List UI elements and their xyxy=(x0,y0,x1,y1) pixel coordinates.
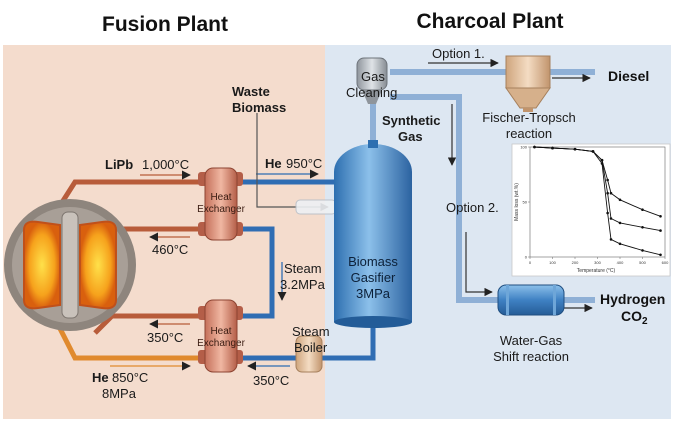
he-850-pressure: 8MPa xyxy=(102,386,137,401)
hx-bottom-label-1: Heat xyxy=(210,326,231,337)
steam-boiler-label-2: Boiler xyxy=(294,340,328,355)
water-gas-label-1: Water-Gas xyxy=(500,333,563,348)
mass-loss-chart: 0 100 200 300 400 500 600 0 50 100 Temperature (°… xyxy=(511,143,671,277)
chart-point-s2-2 xyxy=(573,147,577,151)
heat-exchanger-top: Heat Exchanger xyxy=(197,167,246,241)
chart-series-line-2 xyxy=(534,146,661,256)
chart-x-tick-label-4: 400 xyxy=(617,260,624,265)
lipb-label: LiPb xyxy=(105,157,133,172)
fusion-reactor xyxy=(4,199,136,331)
chart-point-s1-9 xyxy=(659,229,662,232)
chart-point-s2-3 xyxy=(591,150,595,153)
chart-point-s0-5 xyxy=(606,178,609,182)
chart-x-label: Temperature (°C) xyxy=(577,268,616,274)
hydrogen-label: Hydrogen xyxy=(600,291,665,307)
chart-point-s1-5 xyxy=(606,191,609,195)
chart-x-tick-label-5: 500 xyxy=(639,260,646,265)
he-950-temp: 950°C xyxy=(286,156,322,171)
chart-point-s1-8 xyxy=(641,226,644,229)
reactor-center-column xyxy=(61,211,79,319)
chart-point-s0-9 xyxy=(659,215,662,218)
steam-boiler-label-1: Steam xyxy=(292,324,330,339)
biomass-gasifier xyxy=(334,140,412,328)
hx-bottom-label-2: Exchanger xyxy=(197,338,245,349)
chart-point-s0-6 xyxy=(609,191,613,195)
return-350-pipe xyxy=(93,313,205,335)
option1-label: Option 1. xyxy=(432,46,485,61)
gasifier-label-3: 3MPa xyxy=(356,286,391,301)
chart-y-tick-label-1: 50 xyxy=(523,200,528,205)
diesel-label: Diesel xyxy=(608,68,649,84)
fischer-tropsch-label-2: reaction xyxy=(506,126,552,141)
chart-point-s2-4 xyxy=(600,162,604,165)
heat-exchanger-bottom: Heat Exchanger xyxy=(197,299,246,373)
chart-point-s0-8 xyxy=(641,208,644,211)
he-850-name: He xyxy=(92,370,109,385)
synthetic-gas-label-1: Synthetic xyxy=(382,113,441,128)
steam-label-2: 3.2MPa xyxy=(280,277,326,292)
temp-460-label: 460°C xyxy=(152,242,188,257)
chart-point-s2-7 xyxy=(618,242,622,246)
fusion-plant-title: Fusion Plant xyxy=(102,13,228,36)
chart-point-s1-4 xyxy=(600,158,604,162)
fischer-tropsch-reactor xyxy=(505,55,551,112)
co2-label: CO2 xyxy=(621,308,648,327)
he-loop-pipe xyxy=(238,226,275,319)
chart-point-s2-0 xyxy=(533,145,536,149)
he-950-name: He xyxy=(265,156,282,171)
chart-y-tick-label-2: 100 xyxy=(520,145,527,150)
option2-label: Option 2. xyxy=(446,200,499,215)
chart-point-s1-6 xyxy=(609,217,613,220)
temp-350-bottom-label: 350°C xyxy=(253,373,289,388)
reactor-core-right xyxy=(79,220,117,310)
chart-x-tick-label-0: 0 xyxy=(529,260,532,265)
gasifier-label-2: Gasifier xyxy=(351,270,396,285)
lipb-temp-label: 1,000°C xyxy=(142,157,189,172)
chart-point-s1-7 xyxy=(618,221,622,225)
chart-point-s2-6 xyxy=(609,238,613,241)
chart-point-s2-5 xyxy=(606,211,609,215)
steam-boiler xyxy=(295,335,323,373)
chart-point-s2-9 xyxy=(659,253,662,257)
chart-x-tick-label-2: 200 xyxy=(572,260,579,265)
waste-biomass-label-2: Biomass xyxy=(232,100,286,115)
fischer-tropsch-label-1: Fischer-Tropsch xyxy=(482,110,575,125)
chart-x-tick-label-1: 100 xyxy=(549,260,556,265)
chart-background xyxy=(511,143,671,277)
reactor-core-left xyxy=(23,220,61,310)
steam-pipe xyxy=(238,318,376,361)
gas-cleaning-label-2: Cleaning xyxy=(346,85,397,100)
temp-350-top-label: 350°C xyxy=(147,330,183,345)
co2-subscript: 2 xyxy=(642,316,648,327)
chart-x-tick-label-6: 600 xyxy=(662,260,669,265)
hx-top-label-2: Exchanger xyxy=(197,204,245,215)
water-gas-label-2: Shift reaction xyxy=(493,349,569,364)
co2-main-text: CO xyxy=(621,308,642,324)
waste-biomass-label-1: Waste xyxy=(232,84,270,99)
hx-top-label-1: Heat xyxy=(210,192,231,203)
gas-cleaning-unit xyxy=(356,57,388,104)
chart-point-s2-1 xyxy=(551,146,554,150)
charcoal-plant-title: Charcoal Plant xyxy=(416,10,563,33)
chart-point-s0-7 xyxy=(618,198,622,202)
option2-pipe xyxy=(390,94,498,303)
chart-point-s2-8 xyxy=(641,249,644,252)
steam-label-1: Steam xyxy=(284,261,322,276)
chart-x-tick-label-3: 300 xyxy=(594,260,601,265)
option2-arrow-to-shift xyxy=(465,232,493,297)
biomass-feed-tube xyxy=(295,199,337,215)
gas-cleaning-label-1: Gas xyxy=(361,69,385,84)
gasifier-label-1: Biomass xyxy=(348,254,398,269)
synthetic-gas-label-2: Gas xyxy=(398,129,423,144)
chart-y-label: Mass loss (wt.%) xyxy=(514,183,520,221)
chart-y-tick-label-0: 0 xyxy=(525,255,528,260)
water-gas-shift-reactor xyxy=(497,284,565,316)
he-850-temp: 850°C xyxy=(112,370,148,385)
